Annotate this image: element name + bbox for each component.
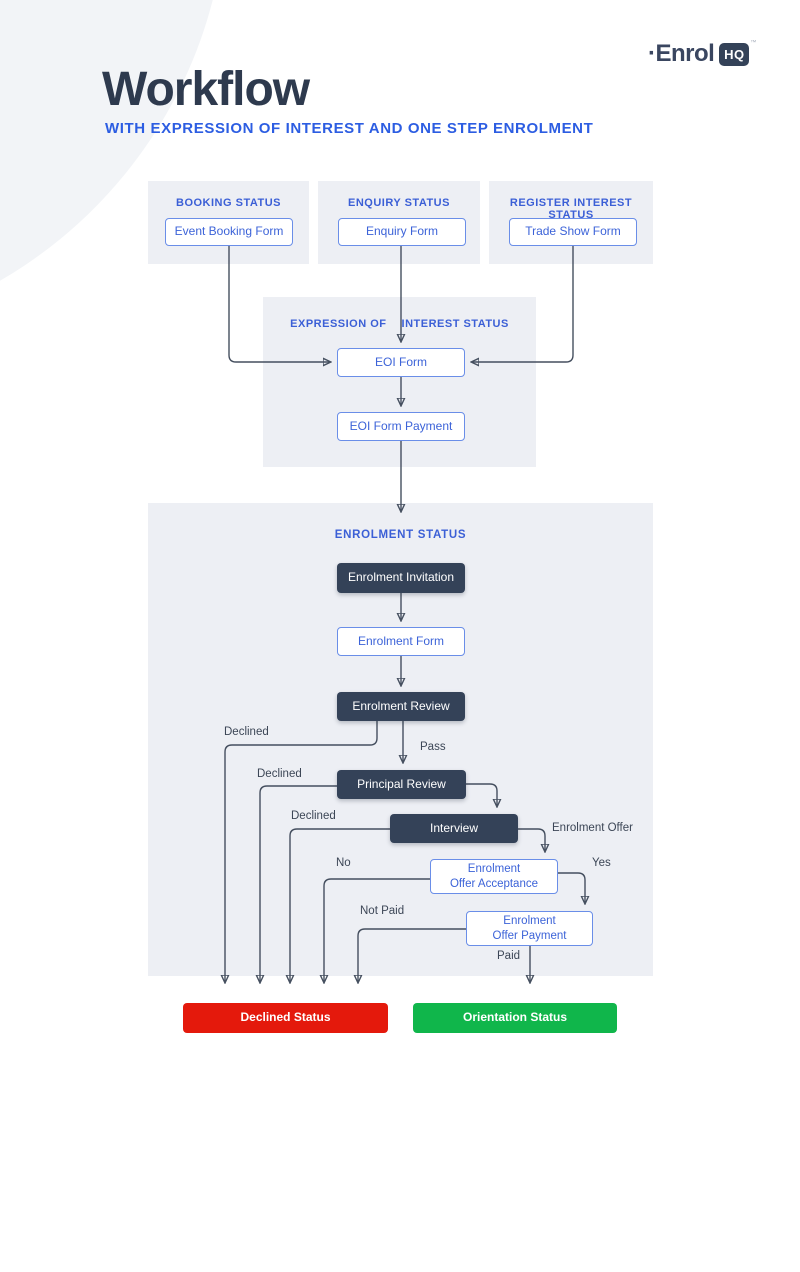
edge-label-paid: Paid [497,950,521,962]
eoi-title-right: INTEREST STATUS [401,318,509,330]
node-enrolment-offer-payment: Enrolment Offer Payment [466,911,593,946]
panel-title-eoi: EXPRESSION OF INTEREST STATUS [263,318,536,330]
node-principal-review: Principal Review [337,770,466,799]
panel-title-enquiry: ENQUIRY STATUS [348,197,450,209]
node-trade-show-form: Trade Show Form [509,218,637,246]
edge-label-not-paid: Not Paid [360,905,405,917]
node-enrolment-invitation: Enrolment Invitation [337,563,465,593]
node-event-booking-form: Event Booking Form [165,218,293,246]
page-subtitle: WITH EXPRESSION OF INTEREST AND ONE STEP… [105,120,594,137]
panel-title-booking: BOOKING STATUS [176,197,281,209]
edge-label-pass: Pass [420,741,446,753]
node-eoi-form: EOI Form [337,348,465,377]
eoi-title-left: EXPRESSION OF [290,318,387,330]
node-enquiry-form: Enquiry Form [338,218,466,246]
edge-label-interview-declined: Declined [291,810,336,822]
node-eoi-form-payment: EOI Form Payment [337,412,465,441]
node-declined-status: Declined Status [183,1003,388,1033]
trademark-symbol: ™ [750,40,757,46]
page-title: Workflow [102,63,310,116]
node-enrolment-offer-acceptance: Enrolment Offer Acceptance [430,859,558,894]
node-orientation-status: Orientation Status [413,1003,617,1033]
logo-hq-badge: HQ [719,42,750,66]
node-enrolment-form: Enrolment Form [337,627,465,656]
edge-label-enrolment-offer: Enrolment Offer [552,822,633,834]
edge-label-principal-declined: Declined [257,768,302,780]
node-enrolment-review: Enrolment Review [337,692,465,721]
panel-title-enrolment: ENROLMENT STATUS [334,529,467,541]
decorative-circle [0,0,227,342]
logo-wordmark: ·Enrol [648,40,715,67]
node-interview: Interview [390,814,518,843]
edge-label-no: No [336,857,351,869]
enrolhq-logo: ·Enrol HQ ™ [648,40,756,68]
edge-label-review-declined: Declined [224,726,269,738]
edge-label-yes: Yes [592,857,611,869]
